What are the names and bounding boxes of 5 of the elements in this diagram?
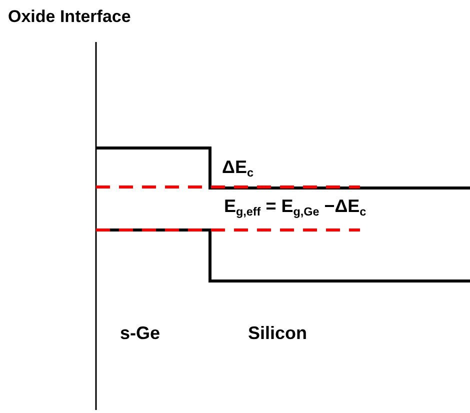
equation-label: E$_{g,eff}$ = E$_{g,Ge}$ −ΔE$_{c}$ (224, 197, 366, 218)
region-label: Silicon (248, 324, 308, 342)
region-label: s-Ge (120, 324, 160, 342)
band-offset-label: ΔE$_{c}$ (222, 158, 254, 180)
title: Oxide Interface (8, 8, 131, 25)
